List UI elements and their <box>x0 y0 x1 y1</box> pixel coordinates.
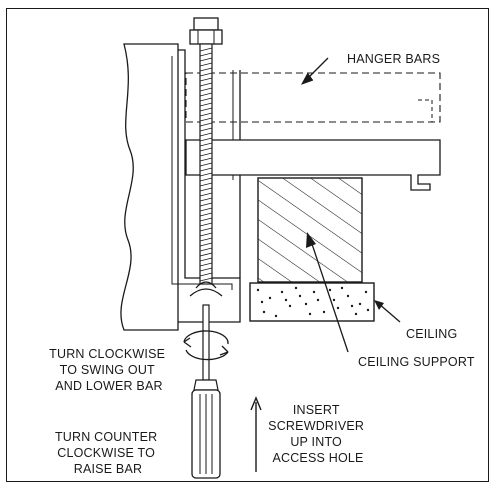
insert-direction-arrow-icon <box>250 396 262 472</box>
threaded-screw <box>189 17 223 297</box>
hanger-bar-lowered <box>185 139 441 191</box>
label-hanger-bars: HANGER BARS <box>347 52 440 66</box>
label-ceiling-support: CEILING SUPPORT <box>358 355 475 369</box>
label-insert-screwdriver: INSERT SCREWDRIVER UP INTO ACCESS HOLE <box>268 403 368 465</box>
diagram-frame <box>6 8 489 482</box>
label-ceiling: CEILING <box>406 327 457 341</box>
label-turn-counter: TURN COUNTER CLOCKWISE TO RAISE BAR <box>55 430 161 476</box>
ceiling-board <box>249 282 375 322</box>
hanger-bars-leader <box>300 57 329 85</box>
screwdriver <box>191 304 221 479</box>
hanger-bars-raised <box>185 72 441 123</box>
hanger-bars-tab <box>418 99 433 122</box>
fixture-housing <box>120 43 179 331</box>
ceiling-support-leader <box>306 232 349 353</box>
rotation-arrow-icon <box>183 330 229 361</box>
ceiling-texture <box>256 286 370 318</box>
label-turn-clockwise: TURN CLOCKWISE TO SWING OUT AND LOWER BA… <box>49 347 169 393</box>
ceiling-leader <box>374 300 401 323</box>
ceiling-support <box>257 177 363 283</box>
